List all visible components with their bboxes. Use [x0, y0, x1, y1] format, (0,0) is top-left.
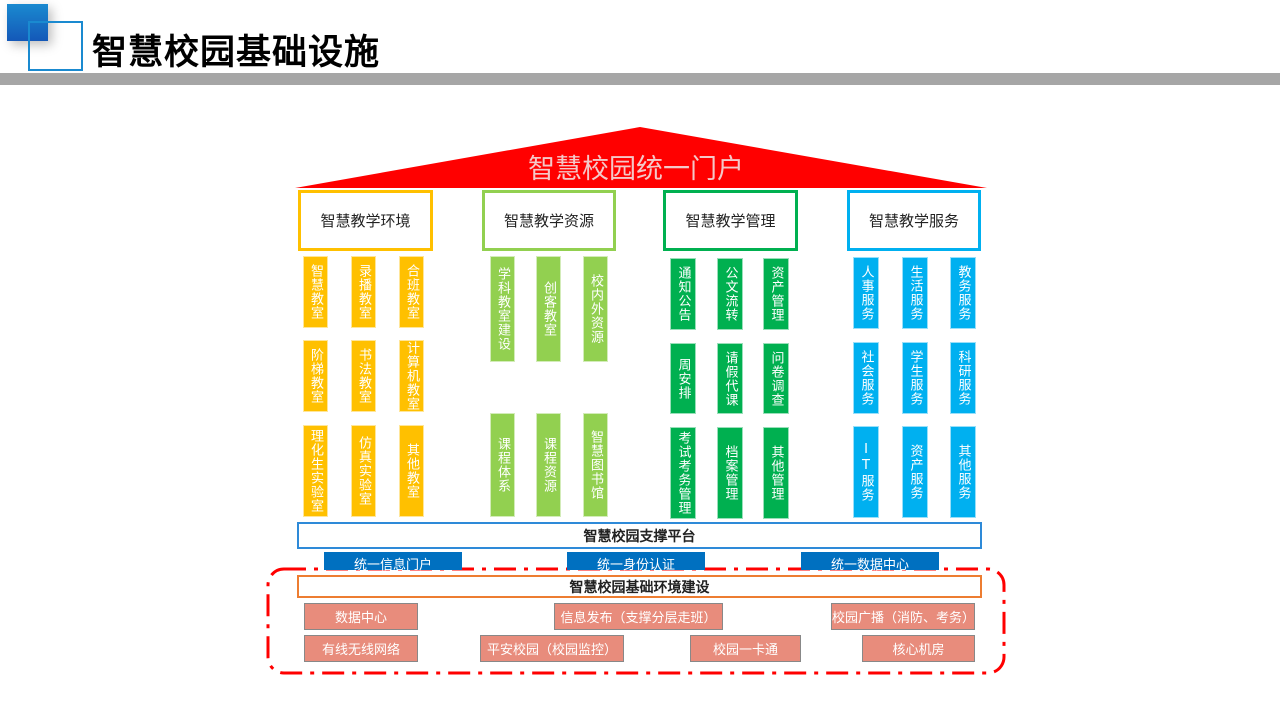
pillar-item: 智慧教室: [303, 256, 328, 328]
infra-item: 平安校园（校园监控）: [480, 635, 624, 662]
roof-triangle: [295, 127, 987, 188]
pillar-item: 档案管理: [717, 427, 743, 519]
pillar-item: 资产管理: [763, 258, 789, 330]
pillar-header: 智慧教学服务: [847, 190, 981, 251]
pillar-item: 问卷调查: [763, 343, 789, 414]
pillar-item: 理化生实验室: [303, 425, 328, 517]
pillar-item: 科研服务: [950, 342, 976, 414]
pillar-item: 生活服务: [902, 257, 928, 329]
support-item: 统一身份认证: [567, 552, 705, 573]
portal-title: 智慧校园统一门户: [528, 154, 744, 185]
infra-bar: 智慧校园基础环境建设: [297, 575, 982, 598]
pillar-item: 通知公告: [670, 258, 696, 330]
pillar-item: 其他管理: [763, 427, 789, 519]
pillar-item: 考试考务管理: [670, 427, 696, 519]
pillar-header: 智慧教学环境: [298, 190, 433, 251]
pillar-item: 课程资源: [536, 413, 561, 517]
logo-square-outline: [28, 21, 83, 71]
pillar-item: 学科教室建设: [490, 256, 515, 362]
pillar-item: 仿真实验室: [351, 425, 376, 517]
pillar-item: 智慧图书馆: [583, 413, 608, 517]
pillar-item: 学生服务: [902, 342, 928, 414]
pillar-item: 计算机教室: [399, 340, 424, 412]
pillar-header: 智慧教学管理: [663, 190, 798, 251]
support-item: 统一数据中心: [801, 552, 939, 573]
support-item: 统一信息门户: [324, 552, 462, 573]
pillar-item: 创客教室: [536, 256, 561, 362]
pillar-item: 周安排: [670, 343, 696, 414]
pillar-item: 课程体系: [490, 413, 515, 517]
pillar-item: IT服务: [853, 426, 879, 518]
pillar-item: 请假代课: [717, 343, 743, 414]
header-divider: [0, 73, 1280, 85]
pillar-item: 教务服务: [950, 257, 976, 329]
infra-item: 核心机房: [862, 635, 975, 662]
infra-item: 校园一卡通: [690, 635, 801, 662]
pillar-item: 校内外资源: [583, 256, 608, 362]
pillar-item: 录播教室: [351, 256, 376, 328]
page-title: 智慧校园基础设施: [92, 33, 381, 73]
support-platform-bar: 智慧校园支撑平台: [297, 522, 982, 549]
pillar-item: 阶梯教室: [303, 340, 328, 412]
pillar-item: 其他服务: [950, 426, 976, 518]
pillar-item: 资产服务: [902, 426, 928, 518]
pillar-item: 公文流转: [717, 258, 743, 330]
infra-item: 信息发布（支撑分层走班）: [554, 603, 723, 630]
infra-item: 数据中心: [304, 603, 418, 630]
pillar-item: 人事服务: [853, 257, 879, 329]
infra-item: 有线无线网络: [304, 635, 418, 662]
pillar-header: 智慧教学资源: [482, 190, 616, 251]
infra-item: 校园广播（消防、考务）: [831, 603, 975, 630]
pillar-item: 其他教室: [399, 425, 424, 517]
pillar-item: 书法教室: [351, 340, 376, 412]
pillar-item: 社会服务: [853, 342, 879, 414]
pillar-item: 合班教室: [399, 256, 424, 328]
